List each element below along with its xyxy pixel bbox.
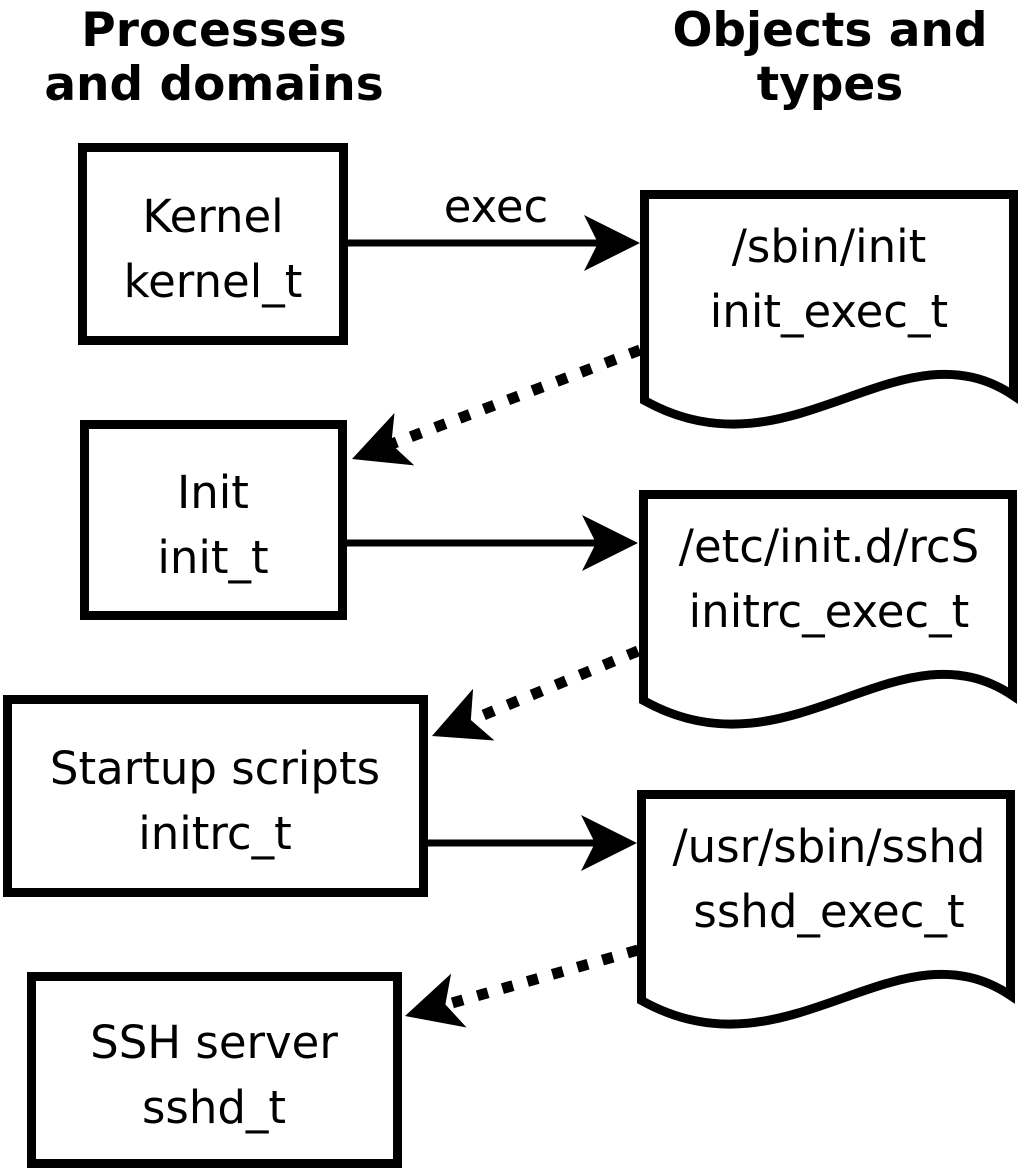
transition-arrowhead-3 [397,973,467,1043]
process-type-kernel: kernel_t [124,255,303,308]
object-node-sbin-init: /sbin/init init_exec_t [645,195,1014,425]
header-objects-line1: Objects and [672,3,987,58]
transition-line-1 [387,344,642,451]
transition-line-3 [443,944,640,1011]
object-path-usr-sbin-sshd: /usr/sbin/sshd [673,820,986,873]
object-node-etc-initd-rcs: /etc/init.d/rcS initrc_exec_t [644,495,1013,725]
column-header-processes: Processes and domains [44,3,383,112]
process-label-startup-scripts: Startup scripts [50,742,380,795]
object-node-usr-sbin-sshd: /usr/sbin/sshd sshd_exec_t [642,795,1011,1025]
process-node-startup-scripts: Startup scripts initrc_t [3,695,428,897]
process-node-kernel: Kernel kernel_t [78,143,348,345]
header-processes-line1: Processes [81,3,346,58]
transition-arrow-sshd-to-ssh-server [397,944,640,1043]
process-box-init [80,420,347,620]
exec-arrow-init-to-rcs [347,515,638,571]
transition-arrow-sbin-init-to-init [342,344,642,486]
process-type-startup-scripts: initrc_t [138,807,292,860]
object-path-sbin-init: /sbin/init [732,220,927,273]
exec-arrow-label: exec [444,180,549,233]
transition-arrow-rcs-to-startup [421,645,641,762]
exec-arrow-startup-to-sshd [428,815,637,871]
transition-line-2 [466,645,641,727]
header-objects-line2: types [757,57,904,112]
object-type-etc-initd-rcs: initrc_exec_t [689,585,970,638]
process-box-kernel [78,143,348,345]
object-type-usr-sbin-sshd: sshd_exec_t [693,885,964,938]
exec-arrow-kernel-to-sbin-init: exec [348,180,640,271]
process-type-init: init_t [157,531,268,584]
transition-arrowhead-1 [342,413,415,486]
header-processes-line2: and domains [44,57,383,112]
transition-arrowhead-2 [421,688,495,762]
process-box-ssh-server [27,972,402,1168]
object-type-sbin-init: init_exec_t [710,285,948,338]
process-node-init: Init init_t [80,420,347,620]
process-label-kernel: Kernel [142,190,283,243]
process-type-ssh-server: sshd_t [142,1081,286,1134]
process-box-startup-scripts [3,695,428,897]
object-path-etc-initd-rcs: /etc/init.d/rcS [679,520,979,573]
process-node-ssh-server: SSH server sshd_t [27,972,402,1168]
process-label-ssh-server: SSH server [90,1016,338,1069]
process-label-init: Init [177,466,249,519]
column-header-objects: Objects and types [672,3,987,112]
